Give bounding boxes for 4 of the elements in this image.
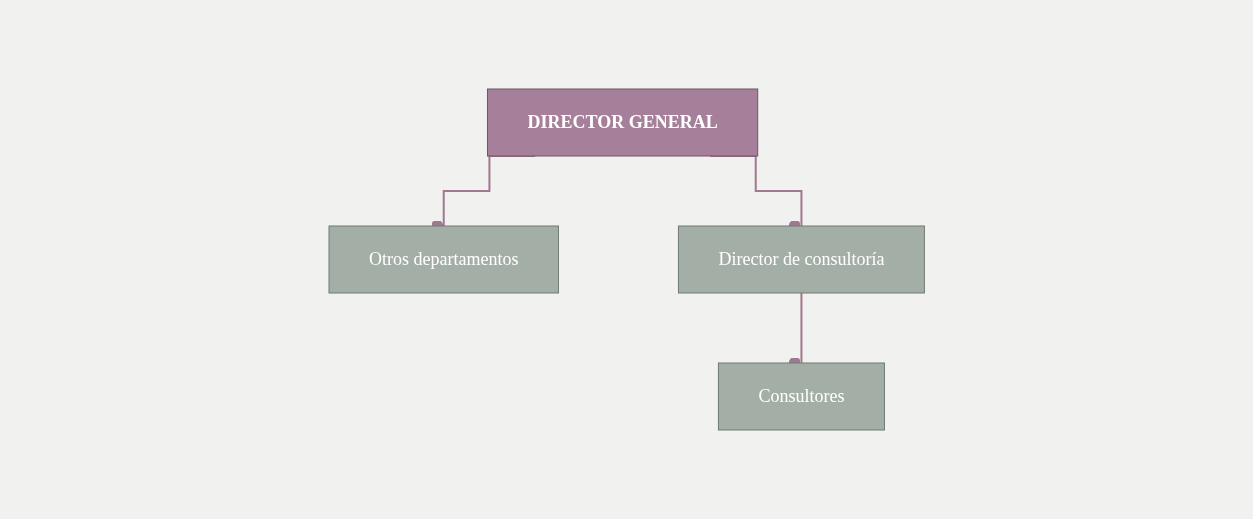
- node-box: Consultores: [717, 362, 885, 431]
- node-box: Otros departamentos: [328, 225, 559, 294]
- node-box: DIRECTOR GENERAL: [486, 88, 758, 157]
- node-box: Director de consultoría: [677, 225, 925, 294]
